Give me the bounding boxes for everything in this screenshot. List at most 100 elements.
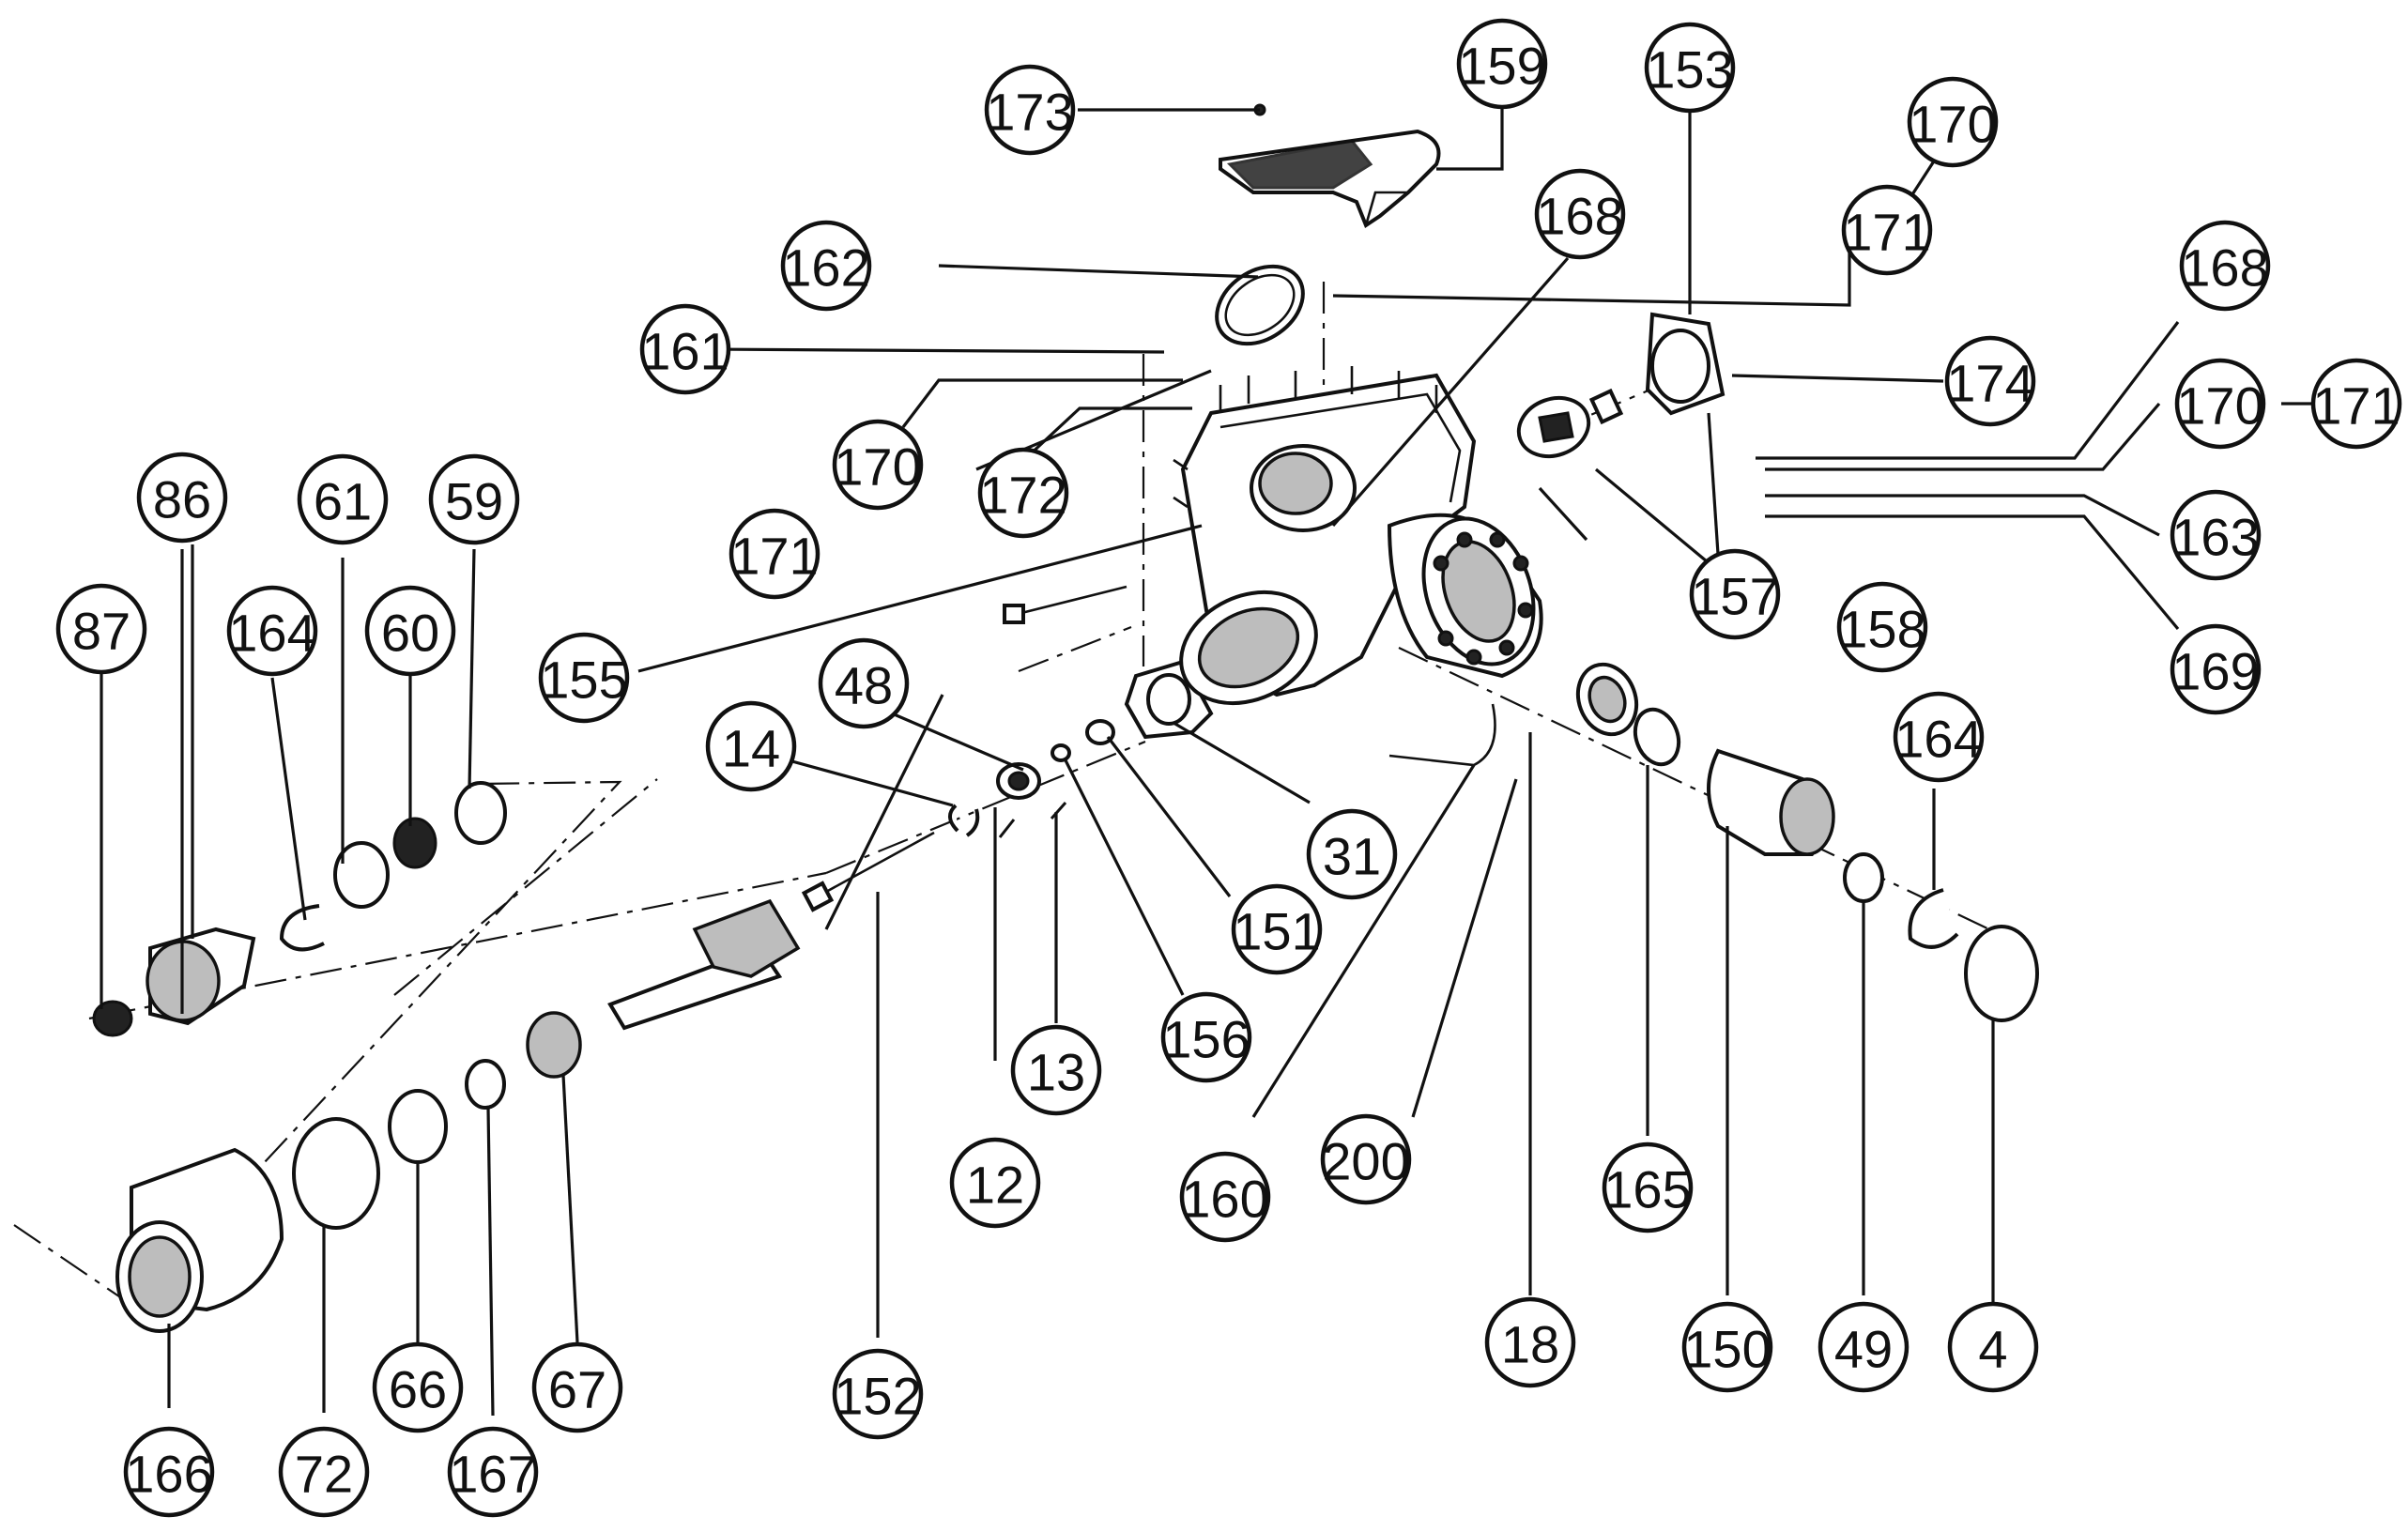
callout-label: 170 (1909, 95, 1996, 154)
callout-label: 153 (1646, 40, 1733, 100)
callout-171c: 171 (729, 508, 821, 600)
callout-circle (818, 637, 910, 729)
gasket-ring-part (1215, 264, 1305, 346)
callout-label: 164 (1894, 710, 1982, 769)
callout-60: 60 (364, 585, 456, 677)
callout-circle (1160, 991, 1252, 1083)
callout-circle (1179, 1151, 1271, 1243)
callout-circle (2170, 489, 2262, 581)
gasket-72-part (292, 1117, 380, 1230)
callout-label: 157 (1691, 567, 1778, 626)
callout-label: 86 (153, 470, 211, 529)
cap-4-part (1964, 925, 2039, 1022)
callout-circle (538, 632, 630, 724)
callout-label: 168 (1536, 187, 1623, 246)
callout-86: 86 (136, 452, 228, 544)
callout-label: 164 (228, 604, 315, 663)
callout-162: 162 (780, 220, 872, 312)
callout-circle (1320, 1113, 1412, 1205)
callout-61: 61 (297, 453, 389, 545)
callout-label: 170 (2176, 376, 2263, 436)
callout-circle (1484, 1296, 1576, 1388)
callout-circle (1231, 883, 1323, 975)
callout-171b: 171 (2310, 358, 2402, 450)
callout-label: 12 (966, 1156, 1024, 1215)
callout-label: 61 (314, 472, 372, 531)
callout-label: 152 (834, 1367, 921, 1426)
bearing-60-part (392, 817, 437, 869)
callout-164b: 164 (1893, 691, 1985, 783)
callout-label: 168 (2181, 238, 2268, 298)
callout-170b: 170 (2174, 358, 2266, 450)
callout-circle (364, 585, 456, 677)
callout-circle (531, 1341, 623, 1433)
callout-label: 165 (1603, 1160, 1691, 1219)
callout-label: 158 (1838, 600, 1925, 659)
sleeve-part (1707, 748, 1835, 856)
callout-164a: 164 (226, 585, 318, 677)
seal-165-part (1633, 707, 1681, 767)
callout-circle (977, 447, 1069, 539)
callout-circle (278, 1426, 370, 1518)
callout-label: 167 (449, 1445, 536, 1504)
callout-circle (297, 453, 389, 545)
callout-165: 165 (1602, 1141, 1694, 1233)
callout-circle (1306, 808, 1398, 900)
callout-circle (2179, 220, 2271, 312)
callout-circle (1818, 1301, 1910, 1393)
callout-circle (984, 64, 1076, 156)
circlip-164-part (1908, 888, 1959, 949)
callout-circle (447, 1426, 539, 1518)
callout-circle (832, 1348, 924, 1440)
ring-61-part (333, 841, 390, 909)
callout-circle (2310, 358, 2402, 450)
callout-167: 167 (447, 1426, 539, 1518)
callout-label: 18 (1501, 1315, 1559, 1374)
callout-label: 172 (979, 466, 1066, 525)
callout-circle (1893, 691, 1985, 783)
callout-label: 163 (2171, 508, 2259, 567)
callout-label: 72 (295, 1445, 353, 1504)
callout-200: 200 (1320, 1113, 1412, 1205)
callout-circle (226, 585, 318, 677)
callout-72: 72 (278, 1426, 370, 1518)
callout-label: 171 (730, 527, 818, 586)
callout-circle (1907, 76, 1999, 168)
callout-label: 59 (445, 472, 503, 531)
callout-label: 169 (2171, 642, 2259, 701)
circlip-164-left-part (279, 904, 325, 952)
callout-circle (639, 303, 731, 395)
callout-circle (2174, 358, 2266, 450)
callout-circle (1689, 548, 1781, 640)
callout-label: 66 (389, 1360, 447, 1419)
callout-160: 160 (1179, 1151, 1271, 1243)
callout-171a: 171 (1841, 184, 1933, 276)
callout-13: 13 (1010, 1024, 1102, 1116)
callout-168b: 168 (2179, 220, 2271, 312)
callout-circle (729, 508, 821, 600)
callout-label: 159 (1458, 37, 1545, 96)
callout-circle (1010, 1024, 1102, 1116)
callout-67: 67 (531, 1341, 623, 1433)
callout-152: 152 (832, 1348, 924, 1440)
callout-circle (2170, 623, 2262, 715)
callout-150: 150 (1681, 1301, 1773, 1393)
callout-153: 153 (1644, 22, 1736, 114)
callout-163: 163 (2170, 489, 2262, 581)
callout-label: 171 (2312, 376, 2400, 436)
callout-label: 160 (1181, 1170, 1268, 1229)
callout-157: 157 (1689, 548, 1781, 640)
callout-59: 59 (428, 453, 520, 545)
callout-label: 200 (1322, 1132, 1409, 1191)
callout-circle (123, 1426, 215, 1518)
pinion-shaft-part (607, 898, 801, 1031)
callout-label: 166 (125, 1445, 212, 1504)
callout-172: 172 (977, 447, 1069, 539)
washer-49-part (1843, 852, 1884, 903)
callout-18: 18 (1484, 1296, 1576, 1388)
callout-label: 67 (548, 1360, 606, 1419)
nut-87-part (92, 1000, 133, 1037)
callout-label: 151 (1233, 902, 1320, 961)
